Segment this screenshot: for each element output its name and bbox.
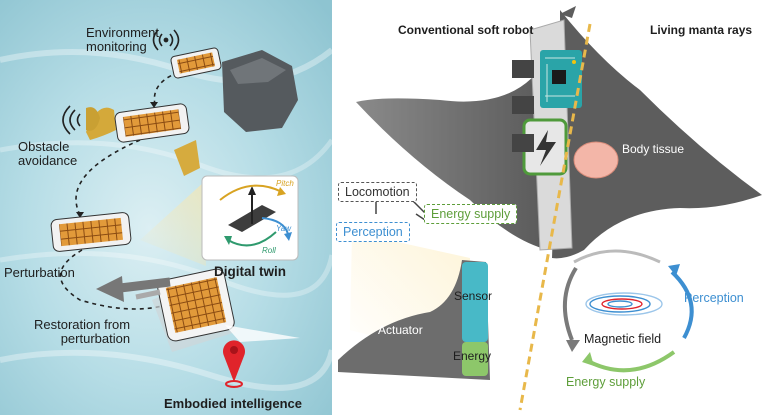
- living-manta-rays-label: Living manta rays: [650, 23, 753, 37]
- robot-bottom: [152, 268, 300, 352]
- digital-twin-label: Digital twin: [214, 264, 286, 279]
- perception-arc-label: Perception: [684, 291, 744, 305]
- robot-third: [50, 212, 132, 252]
- digital-twin-inset: [140, 175, 299, 266]
- obstacle-avoidance-label: Obstacle avoidance: [18, 139, 78, 169]
- axis-arrows-icon: [219, 184, 292, 247]
- left-wing-robot: [356, 56, 548, 250]
- energy-block: [462, 342, 488, 376]
- energy-supply-box: Energy supply: [424, 204, 518, 224]
- robot-top: [170, 47, 222, 79]
- left-panel: [0, 0, 335, 415]
- actuator-clamp-1: [512, 60, 534, 78]
- actuator-label: Actuator: [378, 323, 423, 337]
- body-tissue-patch: [573, 141, 619, 179]
- obstacle-block: [86, 107, 116, 140]
- yaw-label: Yaw: [276, 224, 291, 233]
- sensor-block: [462, 262, 488, 342]
- body-tissue-label: Body tissue: [622, 142, 685, 156]
- location-pin-icon: [223, 340, 246, 388]
- sensor-label: Sensor: [454, 289, 493, 303]
- locomotion-box: Locomotion: [338, 182, 417, 202]
- actuator-clamp-2: [512, 96, 534, 114]
- energy-supply-arc-label: Energy supply: [566, 375, 646, 389]
- right-panel: [338, 6, 762, 411]
- roll-label: Roll: [262, 246, 276, 255]
- environment-monitoring-label: Environment monitoring: [86, 25, 159, 55]
- pitch-label: Pitch: [276, 179, 294, 188]
- right-wing-manta: [552, 10, 762, 259]
- robot-second: [114, 103, 190, 143]
- perception-box: Perception: [336, 222, 410, 242]
- magnetic-field-diagram: [562, 249, 694, 373]
- divider-line: [518, 23, 592, 411]
- embodied-intelligence-label: Embodied intelligence: [164, 396, 302, 411]
- perturbation-arrow: [119, 277, 171, 293]
- lower-ray-body: [338, 260, 490, 380]
- energy-label: Energy: [453, 349, 492, 363]
- actuator-clamp-3: [512, 134, 534, 152]
- magnetic-field-label: Magnetic field: [584, 332, 662, 346]
- perturbation-label: Perturbation: [4, 265, 75, 280]
- sonar-wave-icon: [62, 105, 81, 135]
- wifi-signal-icon: [152, 29, 180, 51]
- conventional-soft-robot-label: Conventional soft robot: [398, 23, 534, 37]
- chip-icon: [540, 50, 582, 108]
- restoration-label: Restoration from perturbation: [34, 317, 131, 347]
